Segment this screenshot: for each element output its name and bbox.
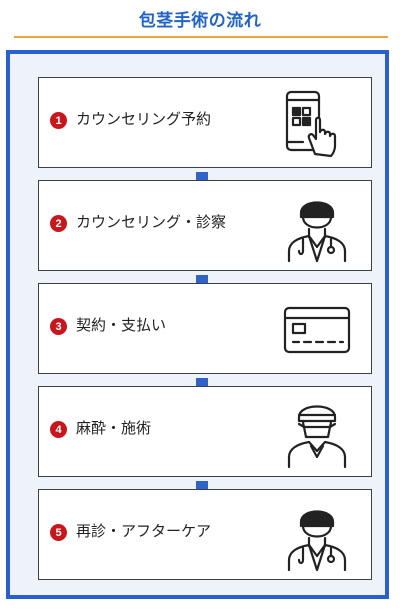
step-number-badge: 1 <box>50 112 67 129</box>
doctor-icon <box>287 510 347 572</box>
step-label: 麻酔・施術 <box>76 419 152 437</box>
flow-frame: 1 カウンセリング予約 2 カウンセリング・診察 <box>6 50 389 599</box>
step-card-2: 2 カウンセリング・診察 <box>38 180 372 271</box>
step-number-badge: 5 <box>50 524 67 541</box>
step-label: カウンセリング予約 <box>76 110 212 128</box>
step-card-1: 1 カウンセリング予約 <box>38 77 372 168</box>
credit-card-icon <box>283 306 351 354</box>
step-card-4: 4 麻酔・施術 <box>38 386 372 477</box>
doctor-icon <box>287 201 347 263</box>
step-number-badge: 4 <box>50 421 67 438</box>
step-card-3: 3 契約・支払い <box>38 283 372 374</box>
surgeon-icon <box>287 405 347 469</box>
title-underline <box>14 36 388 38</box>
step-label: カウンセリング・診察 <box>76 213 227 231</box>
step-number-badge: 2 <box>50 215 67 232</box>
step-label: 契約・支払い <box>76 316 167 334</box>
page-title: 包茎手術の流れ <box>138 11 262 31</box>
step-card-5: 5 再診・アフターケア <box>38 489 372 580</box>
smartphone-tap-icon <box>285 90 337 158</box>
step-label: 再診・アフターケア <box>76 522 212 540</box>
step-number-badge: 3 <box>50 318 67 335</box>
